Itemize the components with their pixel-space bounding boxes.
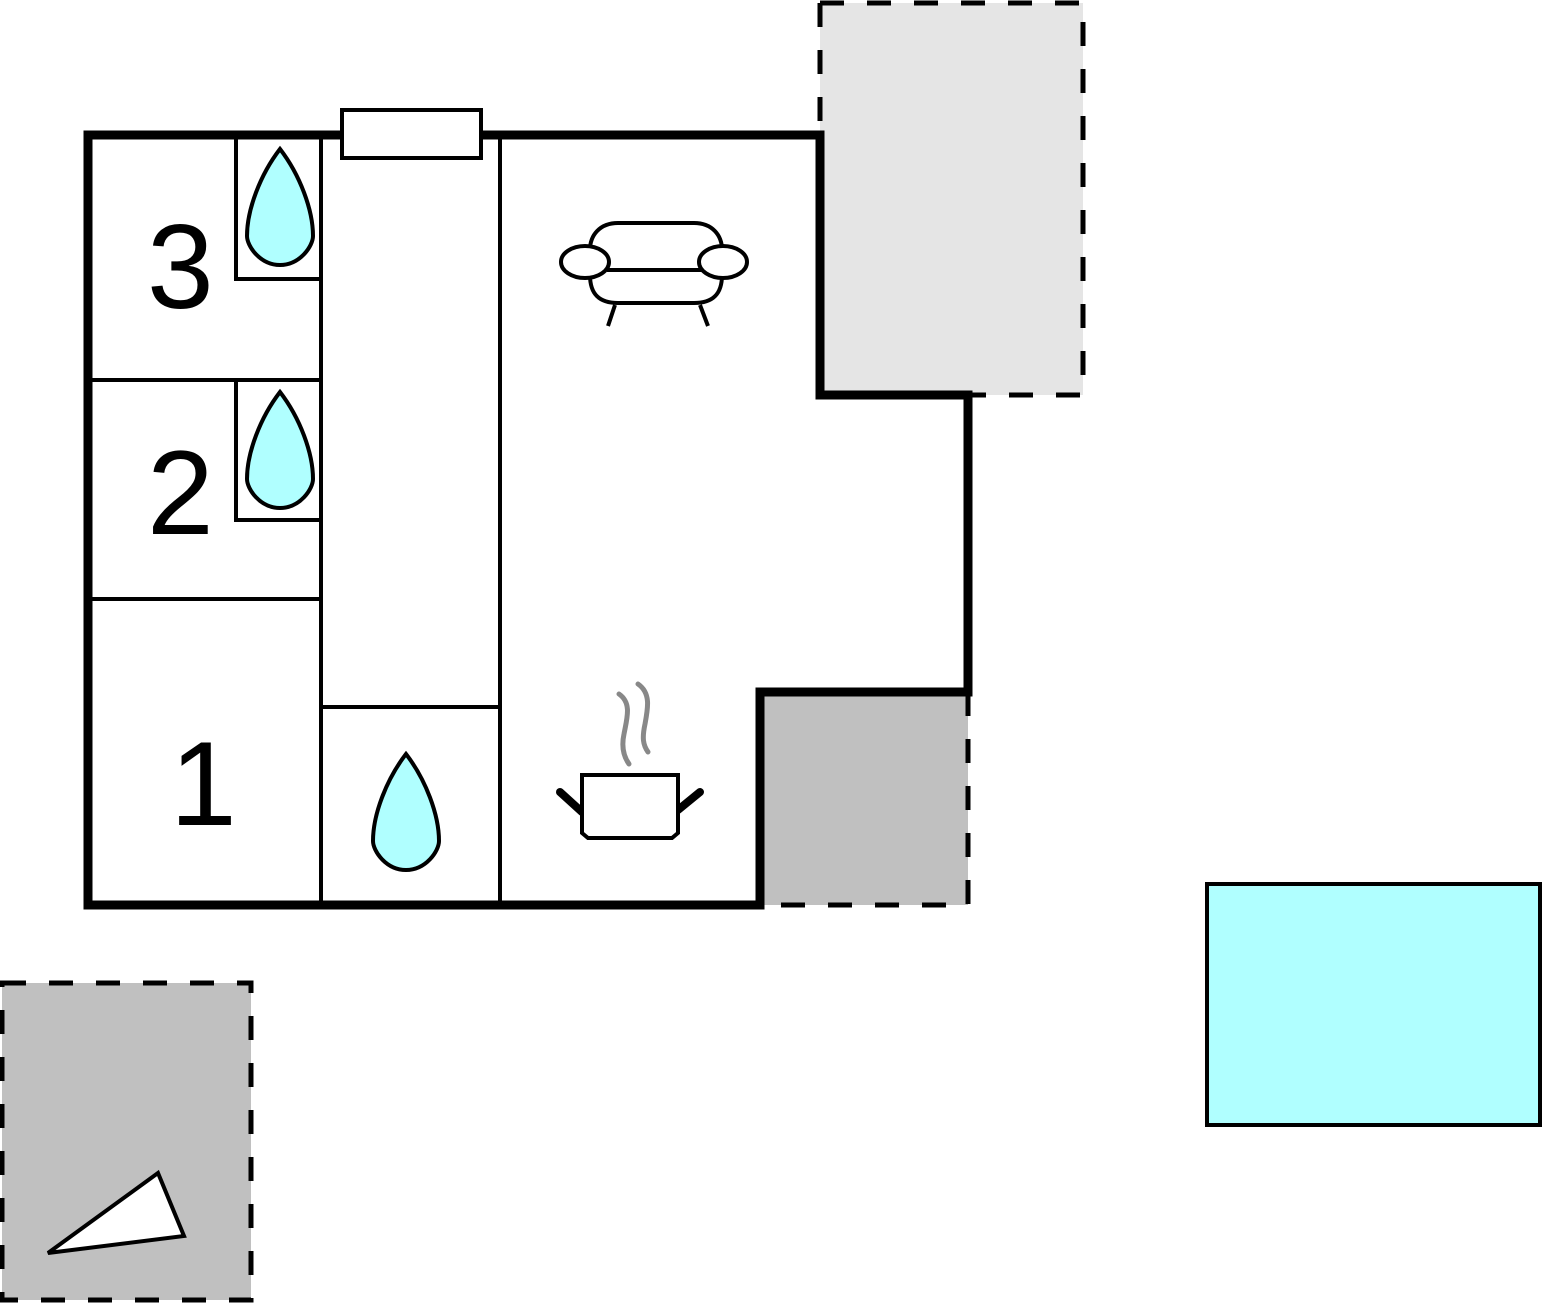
sofa-icon	[559, 221, 749, 327]
interior-walls	[88, 133, 502, 905]
shower-icon	[244, 145, 316, 268]
exterior-wall	[83, 130, 973, 910]
compass-arrow-icon	[46, 1169, 187, 1255]
shower-icon	[370, 750, 442, 873]
cooking-pot-icon	[556, 681, 704, 840]
room-label-2: 2	[147, 426, 214, 560]
swimming-pool	[1205, 882, 1542, 1127]
room-label-3: 3	[147, 200, 214, 334]
shower-icon	[244, 388, 316, 511]
terrace-bottom	[761, 692, 971, 908]
terrace-top-right	[817, 0, 1086, 398]
window	[340, 108, 483, 160]
room-label-1: 1	[170, 717, 237, 851]
parking-area	[0, 980, 254, 1303]
